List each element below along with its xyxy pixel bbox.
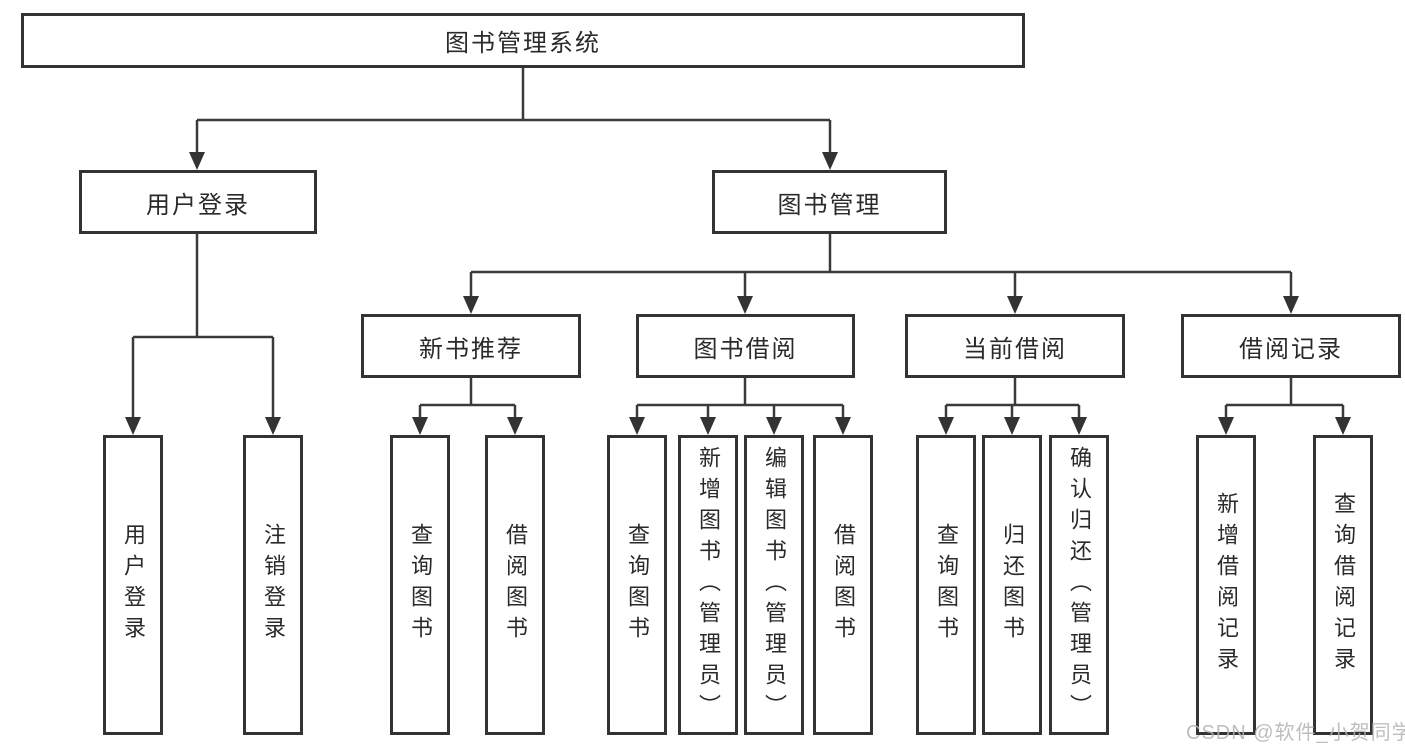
csdn-watermark: CSDN @软件_小贺同学 bbox=[1186, 722, 1405, 744]
node-leaf-borrow-books-recommend: 借阅图书 bbox=[485, 435, 545, 735]
node-leaf-query-books-recommend: 查询图书 bbox=[390, 435, 450, 735]
node-leaf-return-books: 归还图书 bbox=[982, 435, 1042, 735]
node-book-management-branch: 图书管理 bbox=[712, 170, 947, 234]
node-leaf-query-books-borrow: 查询图书 bbox=[607, 435, 667, 735]
node-leaf-logout: 注销登录 bbox=[243, 435, 303, 735]
connector-lines bbox=[131, 68, 1345, 417]
node-leaf-query-borrow-record: 查询借阅记录 bbox=[1313, 435, 1373, 735]
node-leaf-edit-books-admin: 编辑图书（管理员） bbox=[744, 435, 804, 735]
node-book-borrowing: 图书借阅 bbox=[636, 314, 855, 378]
node-new-book-recommend: 新书推荐 bbox=[361, 314, 581, 378]
node-user-login-branch: 用户登录 bbox=[79, 170, 317, 234]
node-leaf-add-books-admin: 新增图书（管理员） bbox=[678, 435, 738, 735]
node-current-borrowing: 当前借阅 bbox=[905, 314, 1125, 378]
node-leaf-query-books-current: 查询图书 bbox=[916, 435, 976, 735]
node-leaf-borrow-books: 借阅图书 bbox=[813, 435, 873, 735]
node-leaf-confirm-return-admin: 确认归还（管理员） bbox=[1049, 435, 1109, 735]
node-root-library-system: 图书管理系统 bbox=[21, 13, 1025, 68]
node-leaf-user-login: 用户登录 bbox=[103, 435, 163, 735]
node-borrowing-records: 借阅记录 bbox=[1181, 314, 1401, 378]
node-leaf-add-borrow-record: 新增借阅记录 bbox=[1196, 435, 1256, 735]
